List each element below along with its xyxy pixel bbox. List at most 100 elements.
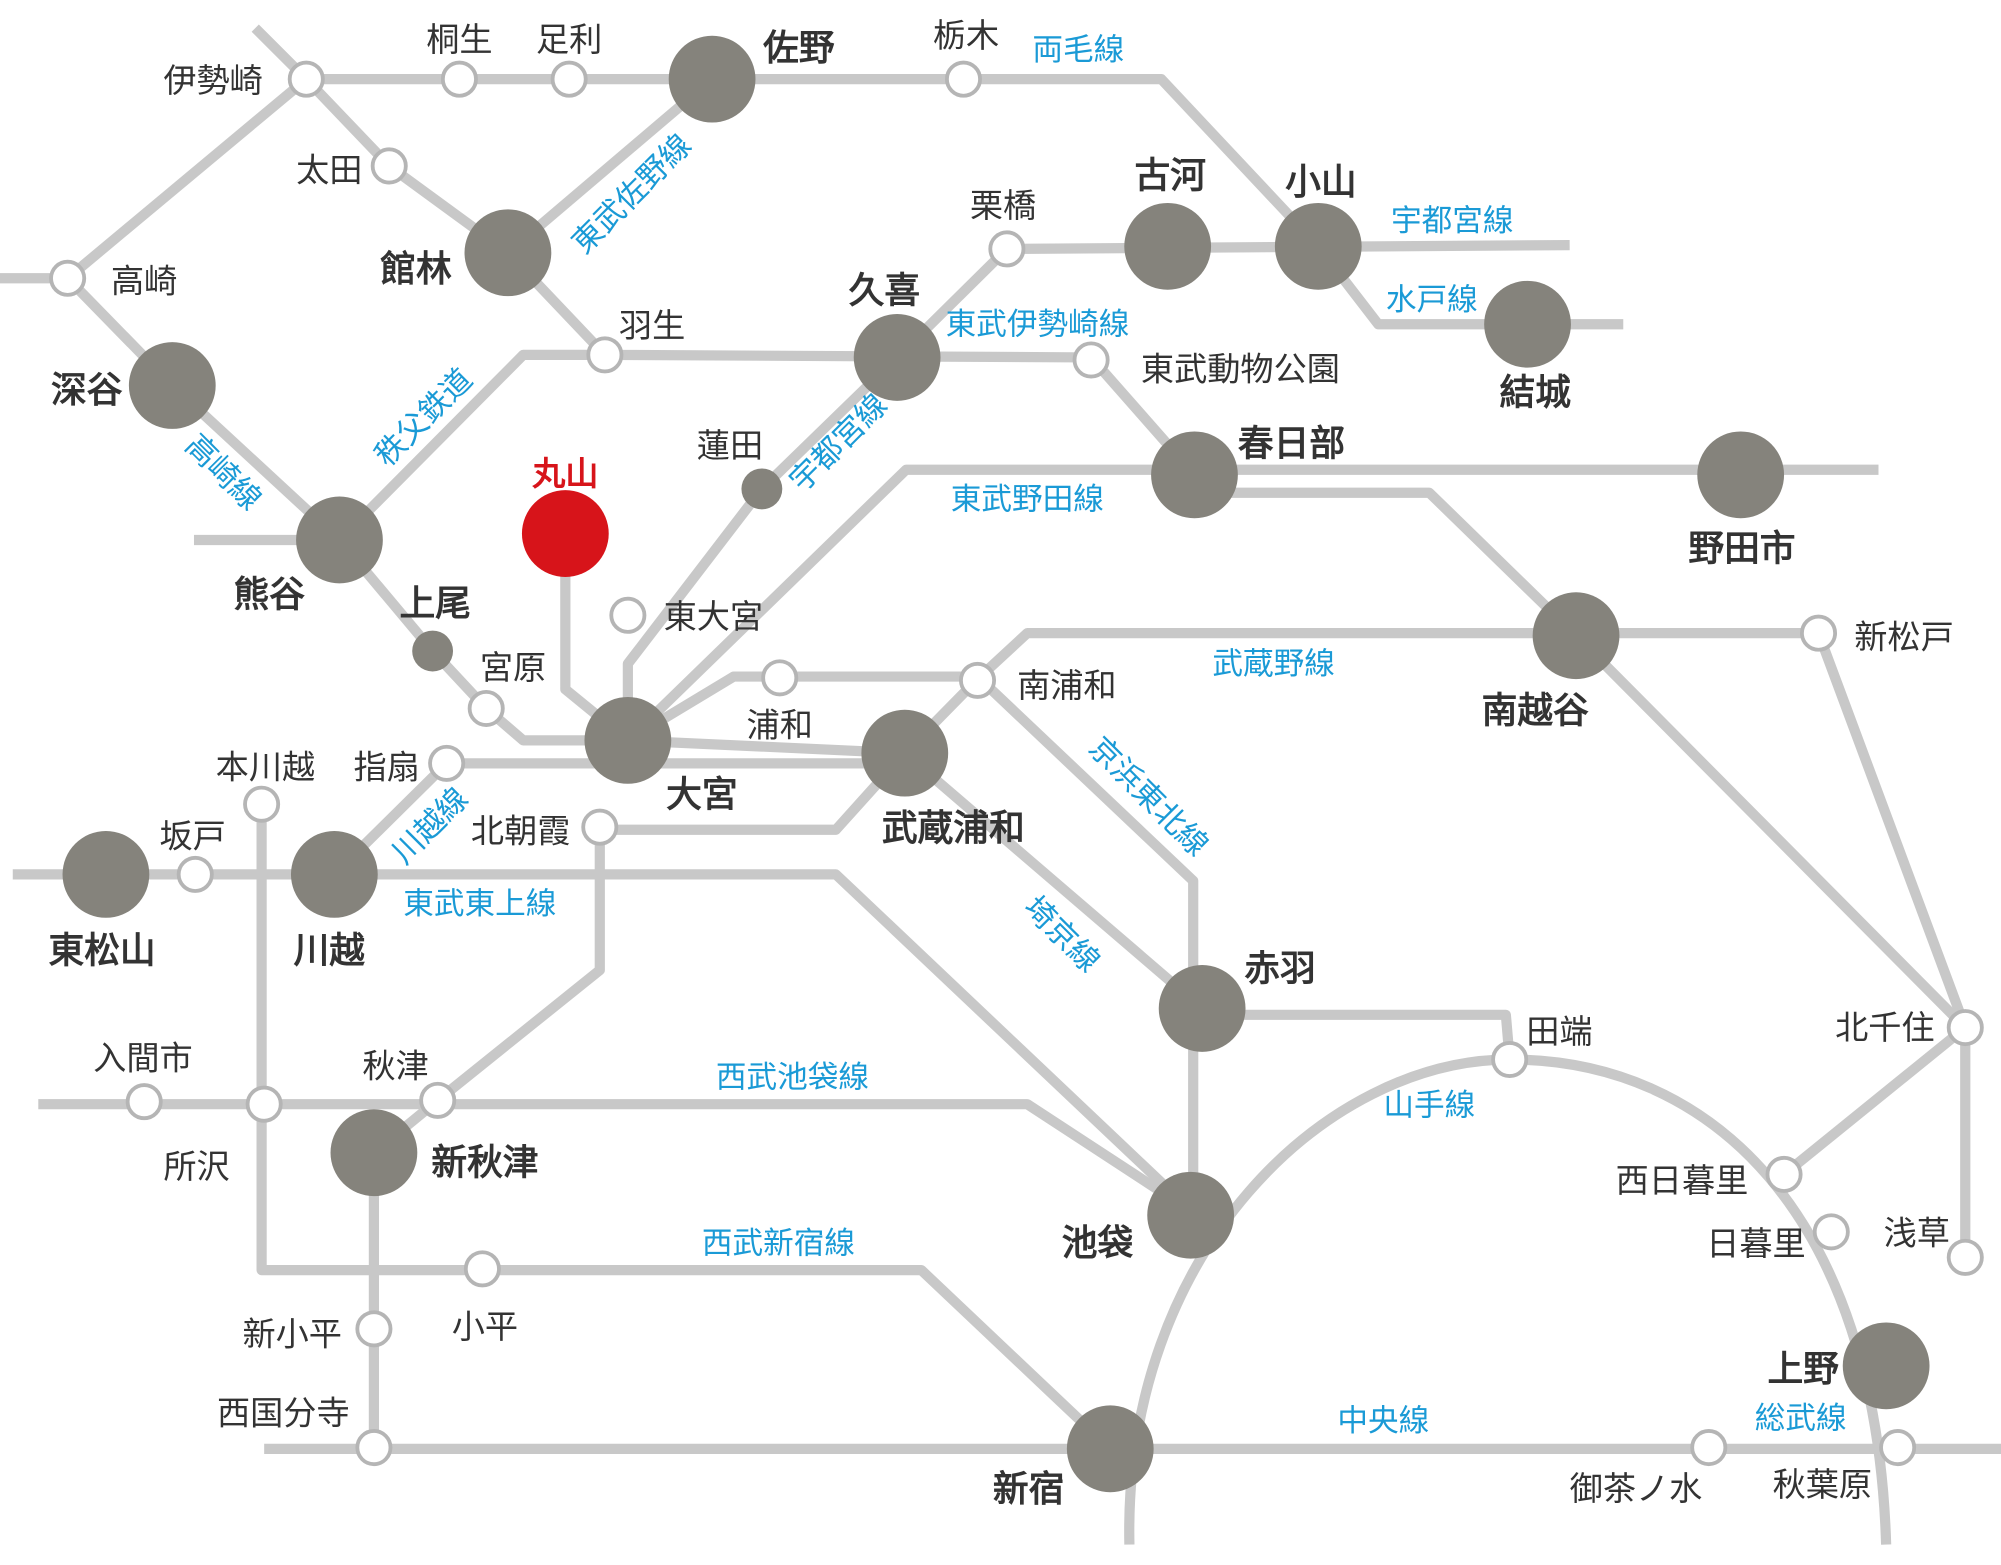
track-takasaki xyxy=(0,273,628,746)
station-marker-tabata[interactable] xyxy=(1491,1040,1529,1079)
station-label-akitsu: 秋津 xyxy=(362,1046,428,1085)
station-marker-ota[interactable] xyxy=(370,147,408,185)
station-marker-nodashi[interactable] xyxy=(1697,431,1785,519)
station-marker-fukaya[interactable] xyxy=(128,342,216,429)
station-marker-irumashi[interactable] xyxy=(125,1083,163,1121)
line-label-musashino: 武蔵野線 xyxy=(1212,647,1334,682)
station-label-honkawagoe: 本川越 xyxy=(216,748,316,787)
station-label-shinjuku: 新宿 xyxy=(993,1469,1064,1510)
station-marker-shinjuku[interactable] xyxy=(1066,1405,1154,1493)
station-label-ota: 太田 xyxy=(296,150,362,189)
station-marker-akabane[interactable] xyxy=(1158,965,1246,1052)
station-marker-yuki[interactable] xyxy=(1484,280,1571,368)
station-marker-minamiurawa[interactable] xyxy=(959,661,997,699)
station-marker-higashimatsuyama[interactable] xyxy=(62,831,150,918)
station-marker-takasaki[interactable] xyxy=(49,259,87,297)
station-marker-minamikoshigaya[interactable] xyxy=(1532,592,1620,680)
station-marker-isesaki[interactable] xyxy=(287,60,325,98)
station-label-nippori: 日暮里 xyxy=(1706,1224,1806,1263)
station-label-irumashi: 入間市 xyxy=(93,1039,193,1078)
station-label-shinkodaira: 新小平 xyxy=(242,1314,342,1353)
station-label-sakado: 坂戸 xyxy=(160,817,226,856)
station-label-akihabara: 秋葉原 xyxy=(1773,1465,1873,1504)
station-label-oyama: 小山 xyxy=(1285,162,1356,203)
station-marker-higashiomiya[interactable] xyxy=(609,596,647,634)
track-tobu-sano xyxy=(504,75,716,257)
station-label-omiya: 大宮 xyxy=(666,775,737,816)
line-label-sobu: 総武線 xyxy=(1755,1401,1847,1436)
station-marker-ueno[interactable] xyxy=(1842,1322,1930,1410)
line-label-utsunomiya-n: 宇都宮線 xyxy=(1391,204,1513,239)
track-ryomo xyxy=(306,74,1322,250)
station-marker-tobudobutsukoen[interactable] xyxy=(1072,341,1110,379)
station-marker-ochanomizu[interactable] xyxy=(1690,1429,1728,1467)
station-marker-kitasenju[interactable] xyxy=(1946,1009,1984,1047)
station-label-kuki: 久喜 xyxy=(849,271,920,312)
line-label-tobu-isesaki: 東武伊勢崎線 xyxy=(946,307,1130,342)
station-marker-urawa[interactable] xyxy=(761,659,799,697)
station-marker-tatebayashi[interactable] xyxy=(464,209,552,297)
track-chichibu xyxy=(193,349,605,546)
station-label-shinmatsudo: 新松戸 xyxy=(1854,617,1954,656)
line-label-tobu-tojo: 東武東上線 xyxy=(403,887,556,922)
station-marker-ashikaga[interactable] xyxy=(550,60,588,98)
station-marker-kitaasaka[interactable] xyxy=(581,808,619,846)
track-tobu-isesaki-south xyxy=(1225,487,1969,1032)
station-marker-hanyu[interactable] xyxy=(586,336,624,374)
station-marker-shinmatsudo[interactable] xyxy=(1800,614,1838,652)
station-label-ikebukuro: 池袋 xyxy=(1062,1223,1134,1264)
station-marker-ikebukuro[interactable] xyxy=(1147,1171,1235,1259)
station-marker-tokorozawa[interactable] xyxy=(245,1085,283,1123)
station-label-kodaira: 小平 xyxy=(452,1307,518,1346)
station-marker-kumagaya[interactable] xyxy=(296,496,383,584)
station-marker-koga[interactable] xyxy=(1124,202,1212,290)
track-takasaki-ryomo xyxy=(64,75,310,283)
station-marker-sano[interactable] xyxy=(668,35,756,123)
station-label-ochanomizu: 御茶ノ水 xyxy=(1570,1469,1703,1508)
station-marker-omiya[interactable] xyxy=(584,696,672,784)
station-label-akabane: 赤羽 xyxy=(1244,948,1315,989)
station-label-sashiogi: 指扇 xyxy=(353,748,419,787)
stations xyxy=(49,35,1984,1493)
track-joban xyxy=(1780,1023,1969,1179)
station-label-maruyama: 丸山 xyxy=(531,454,598,493)
station-marker-kasukabe[interactable] xyxy=(1151,431,1238,519)
station-marker-akitsu[interactable] xyxy=(419,1081,457,1119)
station-marker-nishinippori[interactable] xyxy=(1765,1155,1803,1193)
station-marker-kurihashi[interactable] xyxy=(988,230,1026,268)
line-label-takasaki: 高崎線 xyxy=(178,428,268,518)
station-label-isesaki: 伊勢崎 xyxy=(163,61,263,100)
station-marker-shinakitsu[interactable] xyxy=(330,1109,418,1197)
station-marker-ageo[interactable] xyxy=(412,630,454,672)
station-marker-sakado[interactable] xyxy=(176,855,214,893)
station-marker-miyahara[interactable] xyxy=(467,689,505,727)
station-label-kitaasaka: 北朝霞 xyxy=(471,811,571,850)
station-marker-honkawagoe[interactable] xyxy=(243,785,281,823)
station-marker-nishikokubunji[interactable] xyxy=(355,1429,393,1467)
station-marker-kawagoe[interactable] xyxy=(290,831,378,918)
station-label-shinakitsu: 新秋津 xyxy=(431,1142,538,1183)
station-label-kitasenju: 北千住 xyxy=(1835,1008,1935,1047)
station-label-kumagaya: 熊谷 xyxy=(234,574,306,615)
station-marker-shinkodaira[interactable] xyxy=(355,1310,393,1348)
line-label-kawagoe: 川越線 xyxy=(386,782,476,872)
station-marker-musashiurawa[interactable] xyxy=(861,709,949,797)
station-marker-hasuda[interactable] xyxy=(741,468,783,510)
station-marker-kodaira[interactable] xyxy=(463,1250,501,1288)
station-marker-tochigi[interactable] xyxy=(944,60,982,98)
station-marker-kuki[interactable] xyxy=(853,314,941,401)
station-marker-maruyama[interactable] xyxy=(521,490,609,577)
station-marker-akihabara[interactable] xyxy=(1879,1429,1917,1467)
station-marker-sashiogi[interactable] xyxy=(428,744,466,782)
track-tobu-noda xyxy=(624,464,1879,745)
track-seibu-ikebukuro xyxy=(38,1099,1196,1217)
track-seibu-shinjuku xyxy=(256,804,1114,1453)
station-label-takasaki: 高崎 xyxy=(111,261,177,300)
station-label-kurihashi: 栗橋 xyxy=(970,186,1036,225)
station-label-tobudobutsukoen: 東武動物公園 xyxy=(1141,349,1340,388)
station-marker-asakusa[interactable] xyxy=(1946,1238,1984,1276)
station-marker-kiryu[interactable] xyxy=(440,60,478,98)
track-akabane-tabata xyxy=(1202,1009,1515,1060)
station-marker-nippori[interactable] xyxy=(1812,1213,1850,1251)
station-marker-oyama[interactable] xyxy=(1274,202,1362,290)
